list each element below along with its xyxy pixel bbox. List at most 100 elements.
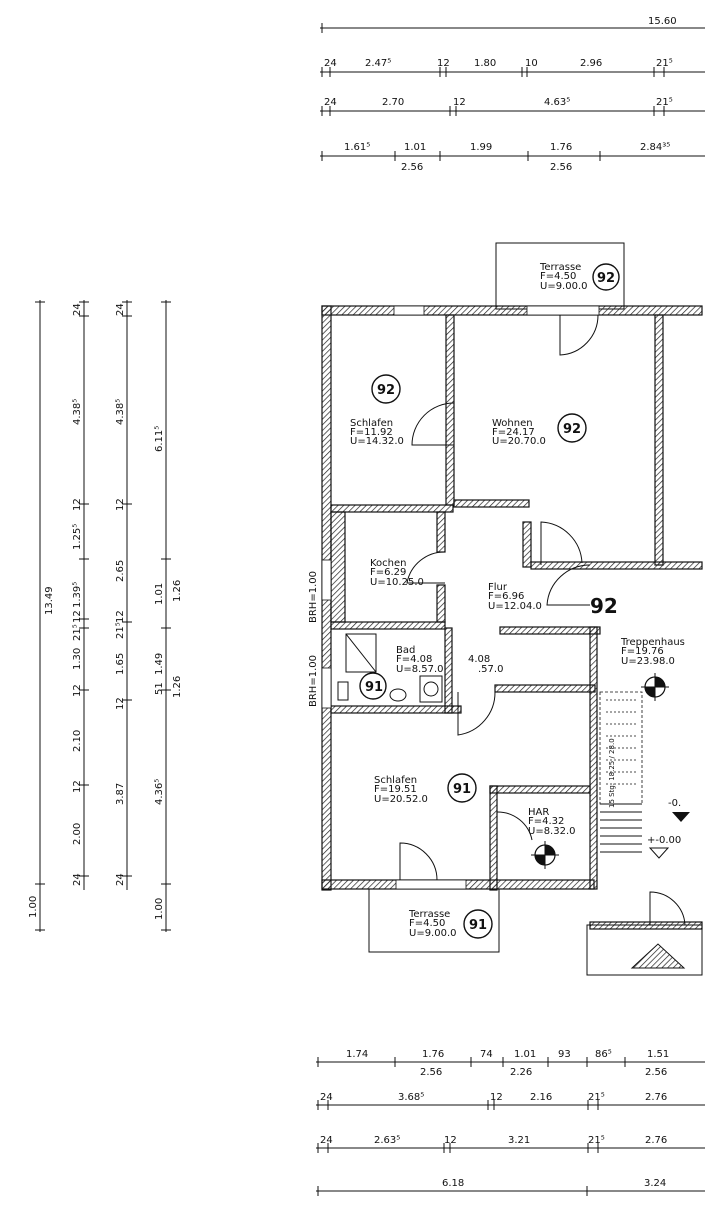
dimension-label: 74 (480, 1049, 493, 1060)
dimension-label: U=20.70.0 (492, 436, 546, 447)
dimension-label: 15 Stg. 18.25 / 28.0 (608, 738, 616, 808)
dimension-label: .57.0 (478, 664, 503, 675)
dimension-label: 93 (558, 1049, 571, 1060)
dimension-label: Terrasse (539, 262, 581, 273)
dimension-label: 24 (115, 303, 126, 316)
top-dimension-chains: 15.60 24 2.47⁵ 12 1.80 10 2.96 21⁵ 24 2.… (320, 16, 705, 173)
dimension-label: 92 (563, 422, 581, 437)
dimension-label: 2.84³⁵ (640, 142, 670, 153)
left-dimension-chains: 13.49 1.00 24 4.38⁵ 12 1.25⁵ 1.39⁵ 12 21… (28, 300, 183, 932)
room-treppenhaus: Treppenhaus F=19.76 U=23.98.0 (620, 637, 685, 667)
dimension-label: 3.24 (644, 1178, 666, 1189)
dimension-label: 1.01 (514, 1049, 536, 1060)
dimension-label: Flur (488, 582, 508, 593)
room-terrasse-top: Terrasse F=4.50 U=9.00.0 92 (539, 262, 620, 292)
dimension-label: 24 (115, 873, 126, 886)
dimension-label: 12 (115, 697, 126, 710)
dimension-label: 24 (324, 58, 337, 69)
dimension-label: 21⁵ (115, 622, 126, 639)
dimension-label: F=4.08 (396, 654, 432, 665)
dimension-label: 51 (154, 682, 165, 695)
dimension-label: 2.56 (645, 1067, 667, 1078)
dimension-label: 13.49 (44, 586, 55, 615)
dimension-label: 6.11⁵ (154, 426, 165, 452)
dimension-label: 21⁵ (588, 1092, 605, 1103)
dimension-label: 1.25⁵ (72, 524, 83, 550)
dimension-label: 92 (597, 271, 615, 286)
dimension-label: 21⁵ (656, 58, 673, 69)
dimension-label: 1.80 (474, 58, 496, 69)
dimension-label: 1.00 (154, 898, 165, 920)
dimension-label: 1.74 (346, 1049, 368, 1060)
dimension-label: F=4.50 (540, 271, 576, 282)
dimension-label: Terrasse (408, 909, 450, 920)
dimension-label: F=4.32 (528, 816, 564, 827)
dimension-label: 2.26 (510, 1067, 532, 1078)
dimension-label: F=19.76 (621, 646, 664, 657)
dimension-label: U=8.32.0 (528, 826, 576, 837)
dimension-label: 12 (72, 610, 83, 623)
walls (321, 242, 703, 976)
dimension-label: 24 (72, 303, 83, 316)
dimension-label: 12 (72, 498, 83, 511)
bottom-dimension-chains: 1.74 1.76 74 1.01 93 86⁵ 1.51 2.56 2.26 … (316, 1049, 705, 1196)
dimension-label: 2.65 (115, 560, 126, 582)
dimension-label: 91 (469, 918, 487, 933)
dimension-label: 3.21 (508, 1135, 530, 1146)
dimension-label: 2.56 (550, 162, 572, 173)
dimension-label: U=20.52.0 (374, 794, 428, 805)
bathroom-fixtures (337, 633, 443, 703)
dimension-label: F=4.50 (409, 918, 445, 929)
dimension-label: 1.01 (154, 583, 165, 605)
dimension-label: 1.00 (28, 896, 39, 918)
brh-label-lower: BRH=1.00 (308, 655, 319, 707)
dimension-label: 1.51 (647, 1049, 669, 1060)
dimension-label: 3.87 (115, 783, 126, 805)
dimension-label: 21⁵ (72, 624, 83, 641)
dimension-label: 12 (72, 684, 83, 697)
dimension-label: 86⁵ (595, 1049, 612, 1060)
dimension-label: 91 (453, 782, 471, 797)
dimension-label: 24 (324, 97, 337, 108)
room-schlafen-91: Schlafen F=19.51 U=20.52.0 91 (374, 773, 477, 805)
dimension-label: 2.76 (645, 1135, 667, 1146)
dimension-label: -0. (668, 798, 681, 809)
heating-symbols (531, 673, 669, 869)
dim-top-total: 15.60 (648, 16, 677, 27)
room-kochen: Kochen F=6.29 U=10.25.0 (370, 558, 424, 588)
dimension-label: 24 (320, 1092, 333, 1103)
dimension-label: 12 (115, 610, 126, 623)
dimension-label: 2.56 (420, 1067, 442, 1078)
dimension-label: U=9.00.0 (540, 281, 588, 292)
dimension-label: U=14.32.0 (350, 436, 404, 447)
dimension-label: Treppenhaus (620, 637, 685, 648)
dimension-label: 91 (365, 680, 383, 695)
dimension-label: 1.99 (470, 142, 492, 153)
room-bad: Bad F=4.08 U=8.57.0 91 4.08 .57.0 (359, 645, 503, 700)
dimension-label: U=8.57.0 (396, 664, 444, 675)
dimension-label: 1.26 (172, 580, 183, 602)
dimension-label: 10 (525, 58, 538, 69)
dimension-label: U=12.04.0 (488, 601, 542, 612)
dimension-label: F=6.29 (370, 567, 406, 578)
dimension-label: 1.65 (115, 653, 126, 675)
dimension-label: 2.10 (72, 730, 83, 752)
dimension-label: Bad (396, 645, 415, 656)
dimension-label: 12 (72, 780, 83, 793)
dimension-label: U=9.00.0 (409, 928, 457, 939)
dimension-label: 2.56 (401, 162, 423, 173)
dimension-label: 2.96 (580, 58, 602, 69)
unit-number-92: 92 (590, 594, 618, 618)
dimension-label: 4.38⁵ (115, 399, 126, 425)
room-schlafen-92: 92 Schlafen F=11.92 U=14.32.0 (350, 374, 404, 447)
dimension-label: F=6.96 (488, 591, 524, 602)
dimension-label: HAR (528, 807, 549, 818)
brh-label-upper: BRH=1.00 (308, 571, 319, 623)
dimension-label: 1.30 (72, 648, 83, 670)
room-har: HAR F=4.32 U=8.32.0 (528, 807, 576, 837)
dimension-label: 2.76 (645, 1092, 667, 1103)
dimension-label: 12 (490, 1092, 503, 1103)
dimension-label: Wohnen (492, 418, 533, 429)
dimension-label: 1.76 (550, 142, 572, 153)
